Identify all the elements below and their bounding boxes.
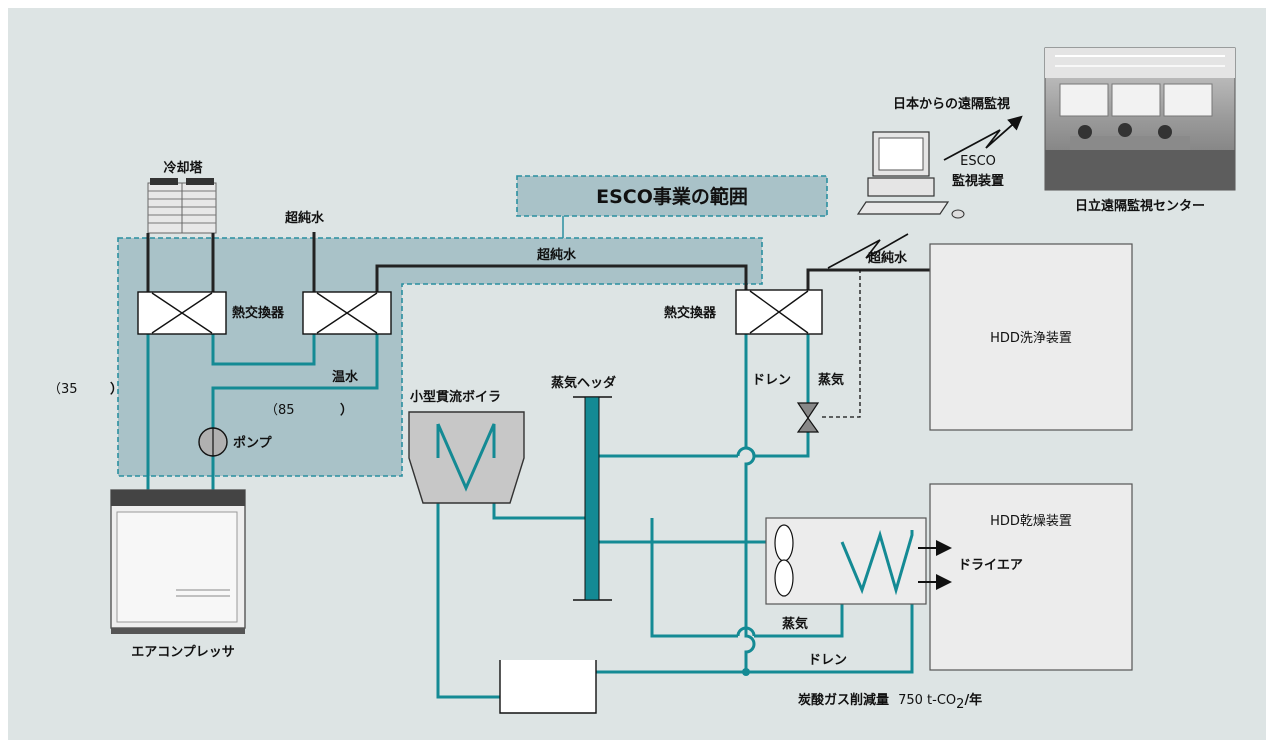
ultrapure-water-right-label: 超純水 bbox=[868, 250, 908, 266]
hitachi-center-label: 日立遠隔監視センター bbox=[1075, 198, 1205, 214]
esco-scope-label: ESCO事業の範囲 bbox=[596, 185, 748, 208]
pump-label: ポンプ bbox=[233, 435, 273, 451]
monitoring-center-photo bbox=[1045, 48, 1235, 190]
temp-35-label: （35 bbox=[48, 382, 78, 397]
ultrapure-water-top-label: 超純水 bbox=[285, 210, 325, 226]
heat-exchanger-left-label: 熱交換器 bbox=[232, 305, 285, 321]
steam-upper-label: 蒸気 bbox=[818, 372, 844, 388]
temp-85-close: ） bbox=[340, 402, 353, 418]
steam-header-label: 蒸気ヘッダ bbox=[551, 375, 616, 391]
dry-air-label: ドライエア bbox=[958, 558, 1023, 573]
drain-lower-label: ドレン bbox=[808, 653, 847, 668]
air-compressor-icon bbox=[111, 490, 245, 634]
heat-exchanger-right-label: 熱交換器 bbox=[664, 305, 717, 321]
heat-exchanger-1 bbox=[138, 292, 226, 334]
hdd-drying-box bbox=[930, 484, 1132, 670]
junction-dot bbox=[742, 668, 750, 676]
steam-header-icon bbox=[585, 397, 599, 600]
co2-value: 750 t-CO bbox=[898, 693, 956, 708]
steam-lower-label: 蒸気 bbox=[782, 616, 808, 632]
temp-35-close: ） bbox=[110, 381, 123, 397]
drain-tank-water bbox=[501, 681, 595, 712]
esco-monitor-line1: ESCO bbox=[960, 154, 996, 169]
heat-exchanger-3 bbox=[736, 290, 822, 334]
co2-sub: 2 bbox=[956, 697, 964, 712]
co2-per-year: /年 bbox=[964, 692, 982, 708]
ultrapure-water-mid-label: 超純水 bbox=[537, 247, 577, 263]
hdd-cleaning-label: HDD洗浄装置 bbox=[990, 331, 1072, 346]
boiler-label: 小型貫流ボイラ bbox=[410, 389, 501, 405]
heat-exchanger-2 bbox=[303, 292, 391, 334]
co2-label: 炭酸ガス削減量 bbox=[798, 692, 889, 708]
remote-monitoring-label: 日本からの遠隔監視 bbox=[893, 96, 1010, 112]
drain-upper-label: ドレン bbox=[752, 373, 791, 388]
temp-85-label: （85 bbox=[265, 403, 295, 418]
cooling-tower-label: 冷却塔 bbox=[163, 160, 203, 176]
air-compressor-label: エアコンプレッサ bbox=[131, 645, 235, 660]
cooling-tower-icon bbox=[148, 178, 216, 233]
hdd-drying-label: HDD乾燥装置 bbox=[990, 514, 1072, 529]
esco-monitor-line2: 監視装置 bbox=[952, 173, 1004, 189]
warm-water-label: 温水 bbox=[332, 369, 359, 385]
